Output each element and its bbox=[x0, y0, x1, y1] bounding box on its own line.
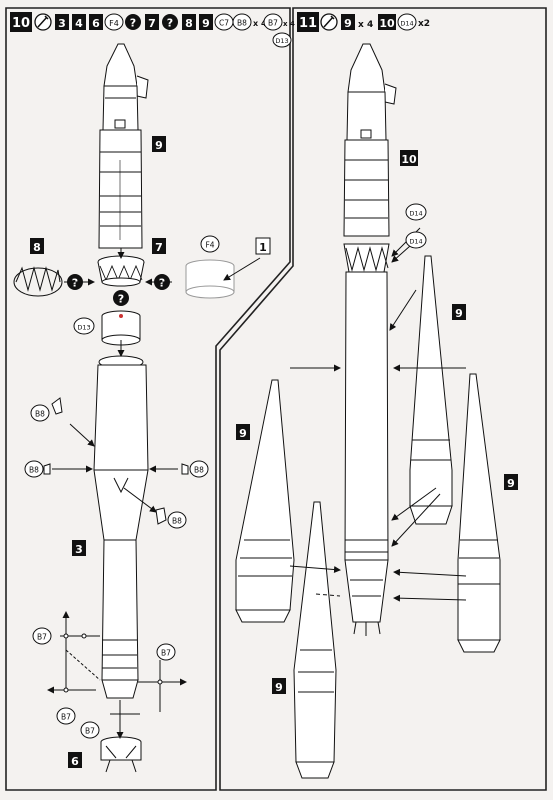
seq-part-6: 6 bbox=[92, 17, 100, 30]
svg-text:B7: B7 bbox=[37, 633, 47, 642]
help-icon: ? bbox=[125, 14, 141, 30]
step-11-badge bbox=[297, 12, 319, 32]
seq-part-9-right: 9 bbox=[344, 17, 352, 30]
label-part-1: 1 bbox=[259, 241, 267, 254]
core-body-lower bbox=[101, 539, 139, 681]
qty-b7: x 4 bbox=[283, 20, 295, 28]
glue-icon bbox=[34, 13, 52, 31]
part-labels-left: 9 8 7 1 F4 D13 3 6 bbox=[30, 136, 271, 768]
ring-1-clear bbox=[185, 259, 235, 299]
core-body-upper bbox=[93, 364, 149, 471]
callout-b7: B7 B7 B7 B7 bbox=[32, 627, 176, 739]
label-d14-b: D14 bbox=[409, 238, 422, 246]
seq-part-4: 4 bbox=[75, 17, 83, 30]
left-panel-frame bbox=[5, 7, 291, 791]
label-part-8: 8 bbox=[33, 241, 41, 254]
help-icon: ? bbox=[162, 14, 178, 30]
step-10-header: 10 3 4 6 F4 ? 7 ? 8 9 C7 B8 x 4 bbox=[10, 12, 295, 32]
svg-text:?: ? bbox=[118, 293, 124, 306]
svg-text:?: ? bbox=[167, 17, 173, 30]
assembly-arrows bbox=[52, 248, 261, 739]
label-part-9-b: 9 bbox=[239, 427, 247, 440]
label-part-3: 3 bbox=[75, 543, 83, 556]
seq-part-b8: B8 bbox=[237, 19, 247, 28]
svg-text:?: ? bbox=[159, 277, 165, 290]
step-10-badge bbox=[10, 12, 32, 32]
hatch bbox=[114, 119, 126, 129]
svg-text:B8: B8 bbox=[172, 517, 182, 526]
svg-text:B8: B8 bbox=[29, 466, 39, 475]
label-f4: F4 bbox=[205, 241, 214, 250]
svg-text:B8: B8 bbox=[35, 410, 45, 419]
label-part-7: 7 bbox=[155, 241, 163, 254]
svg-text:?: ? bbox=[130, 17, 136, 30]
nose-cone bbox=[103, 43, 138, 87]
rocket-assembled bbox=[343, 43, 397, 636]
seq-part-b7: B7 bbox=[268, 19, 278, 28]
right-upper-stage bbox=[343, 139, 390, 237]
step-10-number: 10 bbox=[12, 16, 30, 31]
step-11-number: 11 bbox=[299, 16, 317, 31]
seq-part-10: 10 bbox=[379, 17, 395, 30]
right-panel-frame bbox=[219, 7, 547, 791]
svg-text:B7: B7 bbox=[85, 727, 95, 736]
right-core-body bbox=[344, 271, 389, 561]
label-part-10: 10 bbox=[401, 153, 417, 166]
right-nose-cone bbox=[347, 43, 386, 93]
svg-text:B8: B8 bbox=[194, 466, 204, 475]
seq-part-d14: D14 bbox=[400, 20, 413, 28]
nose-fairing-side bbox=[136, 75, 149, 99]
label-d14-a: D14 bbox=[409, 210, 422, 218]
svg-text:B7: B7 bbox=[161, 649, 171, 658]
callout-b8: B8 B8 B8 B8 bbox=[24, 404, 209, 529]
seq-part-7: 7 bbox=[148, 17, 156, 30]
qty-d14: x2 bbox=[418, 19, 430, 29]
seq-part-c7: C7 bbox=[219, 19, 229, 28]
part-labels-right: 10 D14 D14 9 9 9 9 bbox=[236, 150, 518, 694]
svg-text:B7: B7 bbox=[61, 713, 71, 722]
boosters bbox=[235, 255, 501, 779]
upper-stage bbox=[98, 129, 143, 249]
booster-right-top bbox=[409, 255, 453, 507]
label-part-9-c: 9 bbox=[507, 477, 515, 490]
b8-fins bbox=[43, 397, 189, 525]
booster-bottom bbox=[293, 501, 337, 763]
label-part-9-a: 9 bbox=[455, 307, 463, 320]
core-waist bbox=[93, 469, 149, 541]
step-11-header: 11 9 x 4 10 D14 x2 bbox=[297, 12, 430, 32]
seq-part-f4: F4 bbox=[109, 19, 119, 28]
b7-braces bbox=[47, 611, 187, 715]
svg-text:?: ? bbox=[72, 277, 78, 290]
glue-icon bbox=[320, 13, 338, 31]
seq-part-d13: D13 bbox=[275, 37, 288, 45]
label-part-9: 9 bbox=[155, 139, 163, 152]
help-icon: ? bbox=[113, 290, 129, 306]
qty-b8: x 4 bbox=[253, 19, 267, 28]
rocket-core-exploded bbox=[93, 43, 149, 773]
seq-part-8: 8 bbox=[185, 17, 193, 30]
ring-8 bbox=[13, 266, 63, 297]
seq-part-9: 9 bbox=[202, 17, 210, 30]
label-part-9-d: 9 bbox=[275, 681, 283, 694]
label-part-6: 6 bbox=[71, 755, 79, 768]
seq-part-3: 3 bbox=[58, 17, 66, 30]
label-d13: D13 bbox=[77, 324, 90, 332]
qty-9: x 4 bbox=[358, 20, 373, 30]
